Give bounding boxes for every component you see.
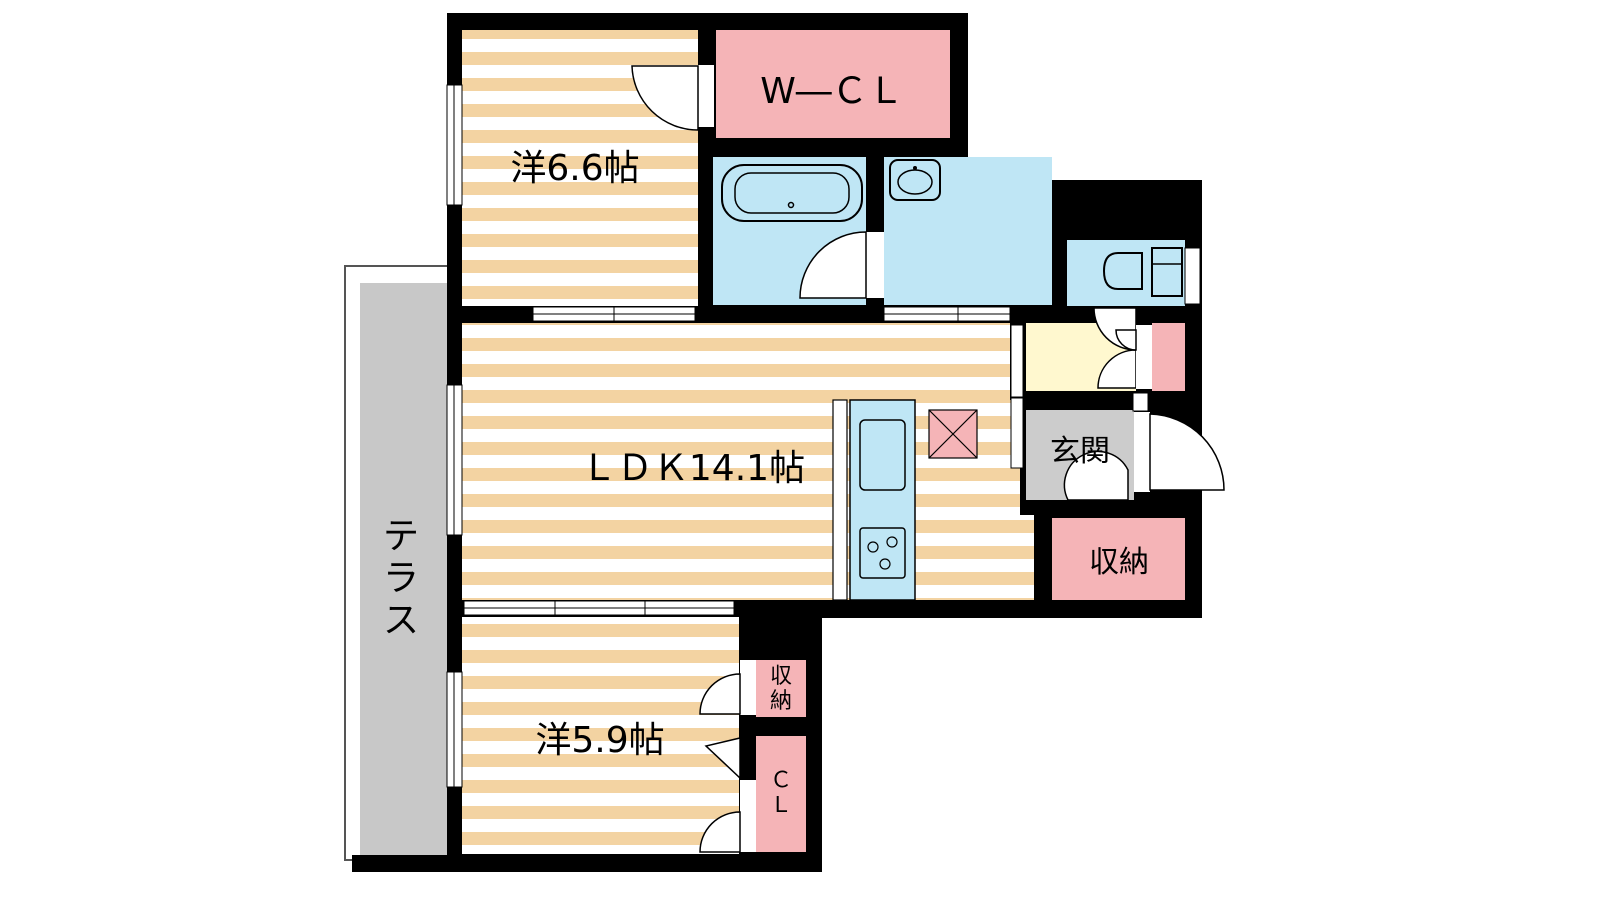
label-storage-small-1: 収 bbox=[770, 664, 792, 689]
label-western-2: 洋5.9帖 bbox=[535, 720, 664, 761]
room-walk-in-closet bbox=[716, 30, 950, 138]
room-storage-small bbox=[756, 660, 806, 717]
room-bathroom bbox=[713, 157, 866, 305]
label-storage-small-2: 納 bbox=[770, 689, 792, 714]
label-entrance: 玄関 bbox=[1050, 434, 1110, 469]
stove-icon bbox=[859, 527, 906, 579]
kitchen-counter bbox=[832, 399, 978, 601]
label-storage-entrance: 収納 bbox=[1089, 545, 1149, 580]
window-sashes bbox=[453, 85, 1010, 787]
label-closet-1: Ｃ bbox=[770, 768, 792, 793]
doors bbox=[631, 65, 1225, 853]
bathtub-icon bbox=[721, 164, 863, 222]
label-terrace-3: ス bbox=[383, 600, 419, 641]
toilet-icon bbox=[1102, 252, 1143, 290]
label-terrace-1: テ bbox=[383, 516, 419, 557]
label-western-1: 洋6.6帖 bbox=[510, 148, 639, 189]
room-washroom bbox=[884, 157, 1052, 305]
room-closet bbox=[756, 736, 806, 852]
room-western-2 bbox=[462, 617, 739, 854]
label-ldk: ＬＤＫ14.1帖 bbox=[581, 448, 805, 489]
shoe-storage bbox=[1152, 323, 1185, 391]
label-closet-2: Ｌ bbox=[770, 793, 792, 818]
terrace bbox=[344, 265, 458, 861]
label-walk-in-closet: W―ＣＬ bbox=[760, 71, 904, 112]
room-toilet bbox=[1067, 240, 1185, 306]
room-storage-entrance bbox=[1052, 518, 1185, 600]
kitchen-sink-icon bbox=[859, 419, 906, 491]
label-terrace-2: ラ bbox=[383, 558, 419, 599]
